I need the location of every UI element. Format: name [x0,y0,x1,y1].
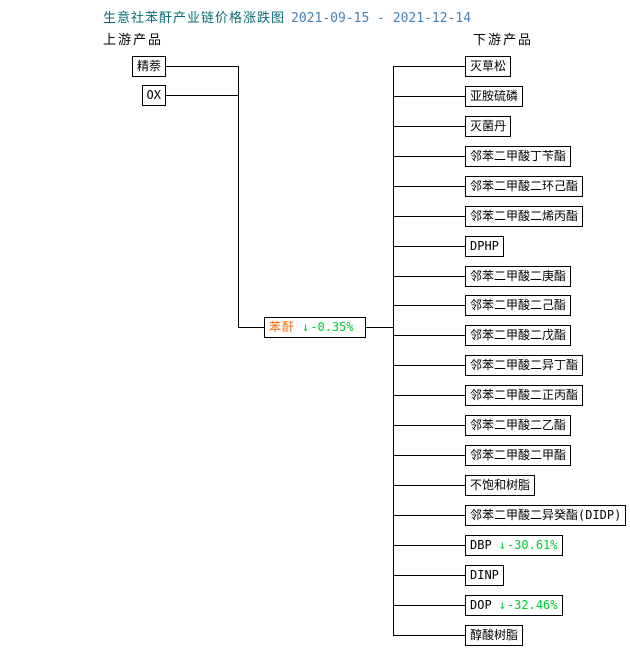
node-label: 邻苯二甲酸二己酯 [470,298,567,312]
node-label: DBP [470,538,492,552]
connector-line [166,95,238,96]
connector-line [393,575,465,576]
downstream-node-5[interactable]: 邻苯二甲酸二烯丙酯 [465,206,584,227]
node-label: 邻苯二甲酸二乙酯 [470,418,567,432]
node-label: 邻苯二甲酸丁苄酯 [470,149,567,163]
connector-line [393,66,465,67]
connector-line [393,276,465,277]
downstream-node-7[interactable]: 邻苯二甲酸二庚酯 [465,266,572,287]
downstream-node-4[interactable]: 邻苯二甲酸二环己酯 [465,176,584,197]
downstream-node-3[interactable]: 邻苯二甲酸丁苄酯 [465,146,572,167]
downstream-node-1[interactable]: 亚胺硫磷 [465,86,524,107]
node-label: 邻苯二甲酸二庚酯 [470,269,567,283]
downstream-node-18[interactable]: DOP ↓-32.46% [465,595,563,616]
downstream-node-11[interactable]: 邻苯二甲酸二正丙酯 [465,385,584,406]
node-label: OX [146,88,161,102]
node-label: DPHP [470,239,499,253]
change-value: -30.61% [506,538,558,552]
connector-line [393,425,465,426]
downstream-node-10[interactable]: 邻苯二甲酸二异丁酯 [465,355,584,376]
downstream-node-19[interactable]: 醇酸树脂 [465,625,524,646]
connector-line [393,186,465,187]
downstream-node-2[interactable]: 灭菌丹 [465,116,512,137]
downstream-node-9[interactable]: 邻苯二甲酸二戊酯 [465,325,572,346]
connector-line [393,365,465,366]
node-label: 邻苯二甲酸二甲酯 [470,448,567,462]
connector-line [393,395,465,396]
downstream-node-13[interactable]: 邻苯二甲酸二甲酯 [465,445,572,466]
node-label: 邻苯二甲酸二环己酯 [470,179,579,193]
down-arrow-icon: ↓ [498,598,506,612]
connector-line [393,216,465,217]
connector-line [393,66,394,636]
node-label: DINP [470,568,499,582]
downstream-node-8[interactable]: 邻苯二甲酸二己酯 [465,295,572,316]
node-label: 邻苯二甲酸二异丁酯 [470,358,579,372]
node-label: 邻苯二甲酸二正丙酯 [470,388,579,402]
connector-line [366,327,393,328]
connector-line [393,635,465,636]
downstream-node-0[interactable]: 灭草松 [465,56,512,77]
node-label: 灭草松 [470,59,507,73]
connector-line [393,96,465,97]
node-label: 邻苯二甲酸二戊酯 [470,328,567,342]
down-arrow-icon: ↓ [302,320,310,334]
node-label: 醇酸树脂 [470,628,519,642]
upstream-node-1[interactable]: OX [141,85,166,106]
downstream-node-16[interactable]: DBP ↓-30.61% [465,535,563,556]
downstream-node-14[interactable]: 不饱和树脂 [465,475,536,496]
change-value: -32.46% [506,598,558,612]
upstream-node-0[interactable]: 精萘 [131,56,166,77]
connector-line [393,305,465,306]
connector-line [393,485,465,486]
node-label: 亚胺硫磷 [470,89,519,103]
connector-line [238,327,264,328]
connector-line [393,515,465,516]
connector-line [393,335,465,336]
downstream-node-15[interactable]: 邻苯二甲酸二异癸酯(DIDP) [465,505,627,526]
connector-line [393,455,465,456]
connector-line [238,66,239,328]
node-label: 苯酐 [269,320,296,334]
connector-line [393,605,465,606]
center-node[interactable]: 苯酐 ↓-0.35% [264,317,366,338]
downstream-node-6[interactable]: DPHP [465,236,504,257]
connector-line [393,126,465,127]
connector-line [393,156,465,157]
title-date-range: 2021-09-15 - 2021-12-14 [291,11,472,26]
node-label: 邻苯二甲酸二烯丙酯 [470,209,579,223]
change-value: -0.35% [310,320,354,334]
node-label: 邻苯二甲酸二异癸酯(DIDP) [470,508,622,522]
connector-line [393,246,465,247]
connector-line [166,66,238,67]
page-title: 生意社苯酐产业链价格涨跌图 2021-09-15 - 2021-12-14 [103,7,471,26]
title-text: 生意社苯酐产业链价格涨跌图 [103,11,286,26]
connector-line [393,545,465,546]
node-label: 不饱和树脂 [470,478,531,492]
downstream-node-17[interactable]: DINP [465,565,504,586]
node-label: 精萘 [136,59,161,73]
node-label: DOP [470,598,492,612]
downstream-node-12[interactable]: 邻苯二甲酸二乙酯 [465,415,572,436]
down-arrow-icon: ↓ [498,538,506,552]
upstream-column-label: 上游产品 [103,33,164,48]
downstream-column-label: 下游产品 [473,33,534,48]
node-label: 灭菌丹 [470,119,507,133]
